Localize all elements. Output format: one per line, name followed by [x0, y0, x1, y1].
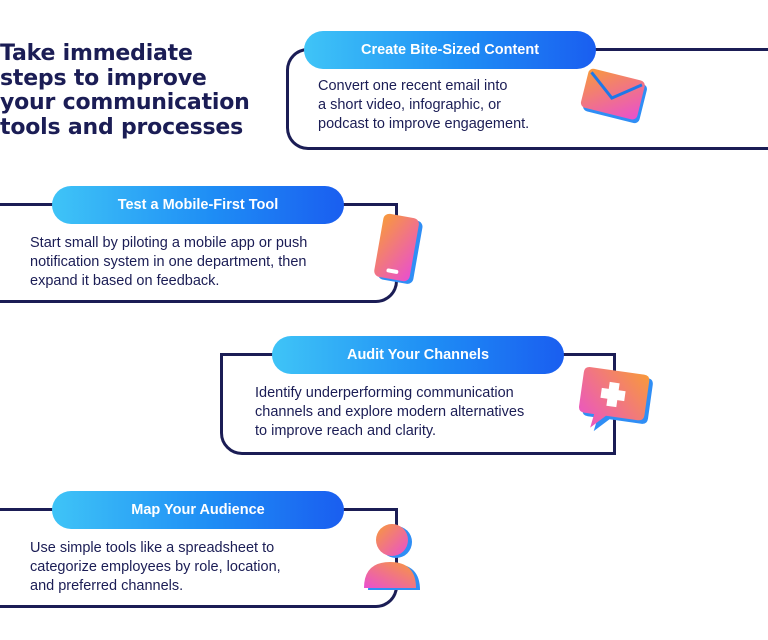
card-title-pill: Map Your Audience: [52, 491, 344, 529]
smartphone-icon: [374, 213, 423, 284]
card-description-line: to improve reach and clarity.: [255, 423, 437, 439]
card-description-line: a short video, infographic, or: [318, 97, 501, 113]
card-title-pill: Test a Mobile-First Tool: [52, 186, 344, 224]
person-icon: [364, 524, 420, 590]
card-description-line: Start small by piloting a mobile app or …: [30, 235, 308, 251]
chat-bubble-plus-icon: [578, 367, 653, 432]
headline-line: your communication: [0, 90, 250, 115]
headline-line: steps to improve: [0, 65, 207, 91]
card-description-line: categorize employees by role, location,: [30, 559, 281, 575]
card-title-pill: Create Bite-Sized Content: [304, 31, 596, 69]
headline-line: tools and processes: [0, 114, 244, 140]
headline-line: Take immediate: [0, 41, 193, 66]
card-description-line: Convert one recent email into: [318, 78, 508, 94]
card-description-line: podcast to improve engagement.: [318, 116, 530, 132]
card-description-line: Identify underperforming communication: [255, 385, 514, 401]
card-description-line: Use simple tools like a spreadsheet to: [30, 540, 275, 556]
card-description: Start small by piloting a mobile app or …: [30, 234, 307, 291]
card-description: Identify underperforming communication c…: [255, 384, 524, 441]
card-description-line: channels and explore modern alternatives: [255, 404, 525, 420]
email-envelope-icon: [580, 68, 647, 124]
page-headline: Take immediate steps to improve your com…: [0, 41, 250, 140]
card-description-line: notification system in one department, t…: [30, 254, 307, 270]
card-description-line: expand it based on feedback.: [30, 273, 220, 289]
card-description-line: and preferred channels.: [30, 578, 184, 594]
card-description: Use simple tools like a spreadsheet to c…: [30, 539, 281, 596]
card-description: Convert one recent email into a short vi…: [318, 77, 529, 134]
card-title-pill: Audit Your Channels: [272, 336, 564, 374]
